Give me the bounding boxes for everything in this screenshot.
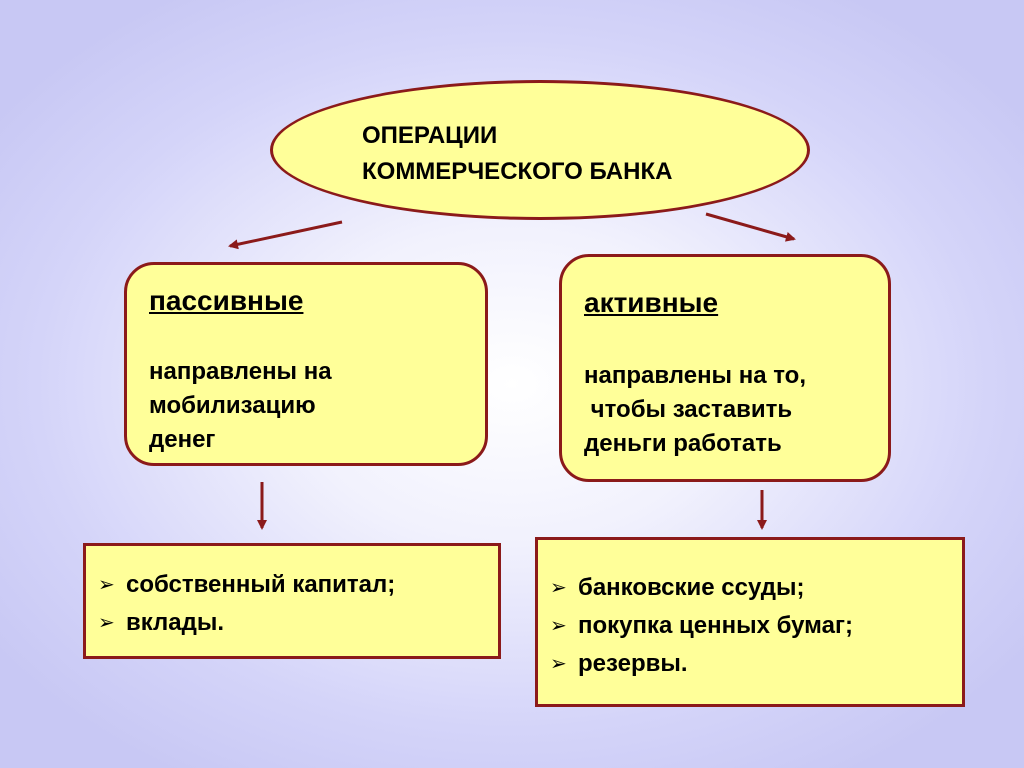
passive-list: ➢ собственный капитал; ➢ вклады.	[98, 566, 395, 642]
arrow-to-active	[705, 212, 796, 242]
list-item-text: собственный капитал;	[126, 571, 396, 598]
active-description: направлены на то, чтобы заставить деньги…	[584, 359, 806, 461]
list-item: ➢ вклады.	[98, 604, 395, 642]
diagram-title: ОПЕРАЦИИ КОММЕРЧЕСКОГО БАНКА	[362, 118, 672, 190]
active-desc-line-1: направлены на то,	[584, 362, 806, 389]
active-list: ➢ банковские ссуды; ➢ покупка ценных бум…	[550, 569, 853, 683]
list-item: ➢ резервы.	[550, 645, 853, 683]
list-item: ➢ покупка ценных бумаг;	[550, 607, 853, 645]
active-desc-line-2: чтобы заставить	[584, 396, 793, 423]
title-line-1: ОПЕРАЦИИ	[362, 122, 498, 149]
arrowhead-bullet-icon: ➢	[550, 653, 567, 675]
title-ellipse	[270, 80, 810, 220]
active-desc-line-3: деньги работать	[584, 430, 782, 457]
passive-card: пассивные направлены на мобилизацию дене…	[124, 262, 488, 466]
arrowhead-bullet-icon: ➢	[98, 612, 115, 634]
arrowhead-bullet-icon: ➢	[98, 574, 115, 596]
passive-desc-line-2: мобилизацию	[149, 392, 316, 419]
passive-desc-line-3: денег	[149, 426, 216, 453]
list-item-text: вклады.	[126, 609, 225, 636]
title-line-2: КОММЕРЧЕСКОГО БАНКА	[362, 158, 673, 185]
active-list-box: ➢ банковские ссуды; ➢ покупка ценных бум…	[535, 537, 965, 707]
passive-description: направлены на мобилизацию денег	[149, 355, 332, 457]
active-heading: активные	[584, 287, 719, 318]
passive-desc-line-1: направлены на	[149, 358, 332, 385]
list-item: ➢ банковские ссуды;	[550, 569, 853, 607]
list-item-text: резервы.	[578, 650, 688, 677]
list-item-text: банковские ссуды;	[578, 574, 805, 601]
arrow-to-passive	[228, 220, 343, 250]
list-item: ➢ собственный капитал;	[98, 566, 395, 604]
list-item-text: покупка ценных бумаг;	[578, 612, 853, 639]
active-card: активные направлены на то, чтобы застави…	[559, 254, 891, 482]
arrowhead-bullet-icon: ➢	[550, 615, 567, 637]
passive-list-box: ➢ собственный капитал; ➢ вклады.	[83, 543, 501, 659]
arrowhead-bullet-icon: ➢	[550, 577, 567, 599]
passive-heading: пассивные	[149, 285, 304, 316]
